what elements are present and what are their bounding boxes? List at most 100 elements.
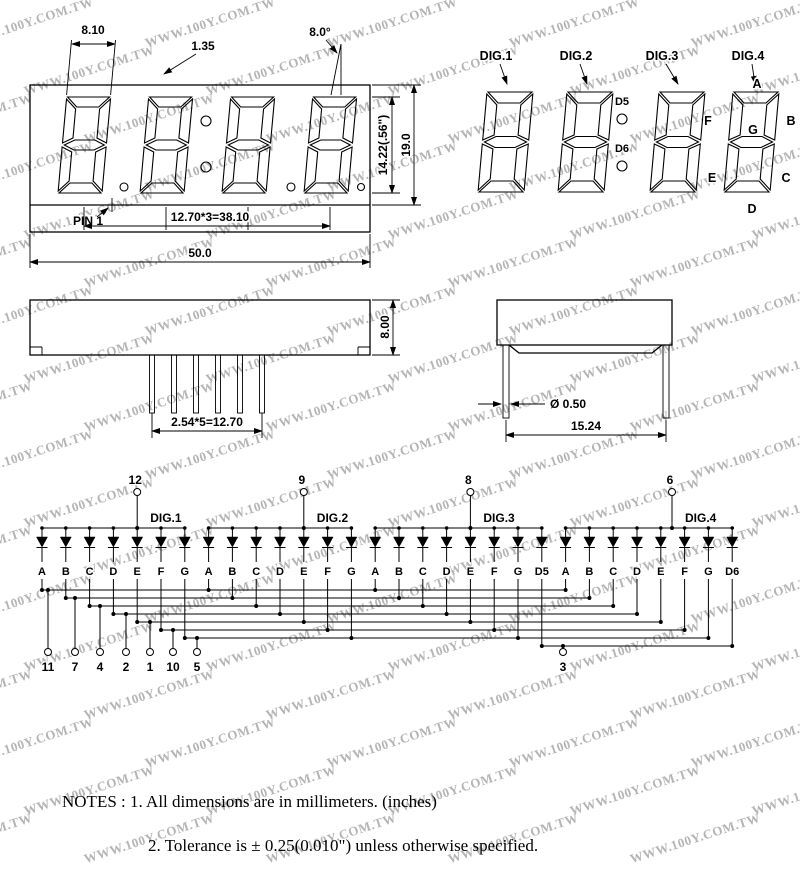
side-view: 2.54*5=12.70 8.00 [29,299,400,438]
dim-pin-pitch: 2.54*5=12.70 [171,415,243,429]
segment-outline [221,146,237,193]
junction-dot [670,526,674,530]
diode-symbol [512,536,524,548]
d5-dot [616,113,628,125]
dim-seg-thickness: 1.35 [191,39,215,53]
decimal-point [356,182,366,192]
dim-digit-pitch: 12.70*3=38.10 [171,210,250,224]
front-view: PIN 1 8.10 1.35 8.0° 14.22(.56") 19.0 12… [29,21,421,268]
segment-label: C [609,566,617,578]
diode-symbol [155,536,167,548]
segment-diagram-digits [477,91,780,193]
segment-label: D [276,566,284,578]
digit-label: DIG.2 [317,511,349,525]
segment-outline [723,180,771,193]
junction-dot [421,526,425,530]
segment-outline [303,146,319,193]
diode-symbol [702,536,715,548]
pin [171,354,177,414]
segment-e-label: E [708,171,716,185]
dim-seg-width: 8.10 [81,23,105,37]
dig4-label: DIG.4 [732,49,765,63]
pin-terminal [668,488,676,496]
pin [193,354,199,414]
junction-dot [682,526,687,530]
diode-symbol [393,536,405,548]
junction-dot [706,526,711,530]
extension-lines [505,420,667,442]
segment-label: E [134,566,141,578]
segment-label: D5 [535,566,549,578]
junction-dot [230,526,235,530]
junction-dot [325,526,330,530]
segment-outline [729,135,774,149]
digit-label: DIG.1 [150,511,182,525]
segment-outline [57,182,103,194]
pin [662,344,670,419]
segment-label: B [228,566,236,578]
junction-dot [87,526,92,530]
segment-outline [723,143,740,192]
top-pin-number: 9 [298,473,305,487]
segment-outline [732,91,780,104]
pin [259,354,265,414]
front-view-digits [57,96,358,194]
junction-dot [73,596,77,600]
junction-dot [302,526,306,530]
diode-symbol [274,536,286,548]
segment-outline [655,135,700,149]
segment-label: E [300,566,307,578]
colon-dot-lower [200,161,212,173]
segment-outline [482,92,498,141]
segment-outline [566,91,614,104]
segment-outline [303,182,349,194]
segment-outline [562,92,578,141]
digit-label: DIG.3 [483,511,515,525]
segment-outline [517,92,534,141]
junction-dot [492,526,497,530]
junction-dot [635,526,639,530]
diode-symbol [726,536,739,548]
segment-outline [143,97,159,144]
end-body-outline [496,299,673,346]
top-pin-number: 6 [667,473,674,487]
segment-outline [227,139,270,151]
diode-symbol [345,536,358,548]
diode-symbol [59,536,72,548]
segment-label: G [514,566,523,578]
junction-dot [135,526,139,530]
standoff-notches [30,346,370,355]
segment-outline [486,91,534,104]
segment-outline [63,139,106,151]
junction-dot [278,526,282,530]
segment-label: F [158,566,165,578]
junction-dot [64,526,68,530]
junction-dot [516,526,520,530]
dim-pin-span: 15.24 [571,419,601,433]
segment-label: G [704,566,713,578]
junction-dot [40,526,44,530]
pin-terminal [299,488,308,496]
junction-dot [540,526,544,530]
bottom-pin-number: 10 [166,660,180,674]
leader-arrow [325,39,338,54]
diode-symbol [202,536,215,548]
segment-outline [649,180,697,193]
junction-dot [254,526,258,530]
segment-label: C [86,566,94,578]
diode-symbol [654,536,667,548]
segment-outline [57,146,73,193]
segment-label: F [324,566,331,578]
segment-label: F [681,566,688,578]
dig2-label: DIG.2 [560,49,593,63]
segment-outline [477,143,494,192]
segment-label: A [371,566,379,578]
segment-label: F [491,566,498,578]
segment-outline [658,91,706,104]
extension-lines [66,39,116,96]
segment-outline [145,139,188,151]
bottom-pin-number: 4 [97,660,104,674]
segment-outline [685,143,701,192]
